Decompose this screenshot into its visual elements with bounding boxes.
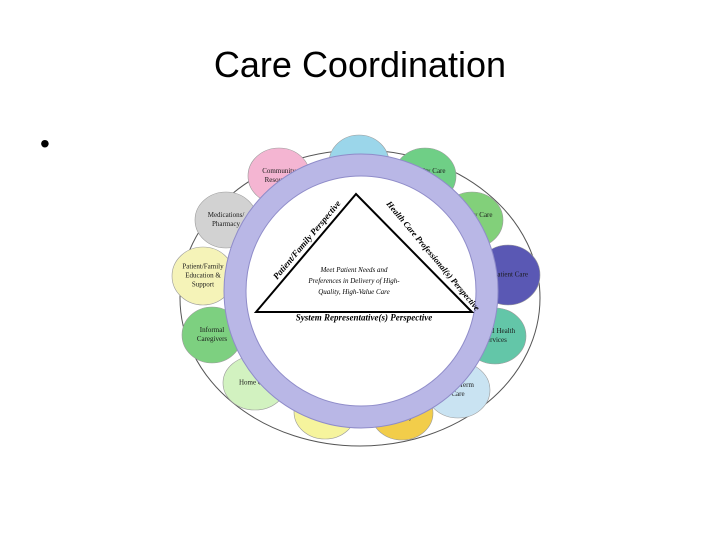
center-text-line-2: Preferences in Delivery of High-: [307, 277, 400, 285]
slide-title: Care Coordination: [213, 44, 507, 85]
ring-outer-edge: [223, 153, 499, 429]
center-text-line-1: Meet Patient Needs and: [319, 266, 388, 274]
bullet-marker: •: [40, 128, 50, 159]
perspective-triangle: [253, 192, 475, 313]
service-node-label: Inpatient Care: [488, 271, 528, 279]
service-node-label: Caregivers: [197, 335, 228, 343]
service-node-label: Support: [192, 281, 214, 289]
service-node-label: Pharmacy: [212, 220, 240, 228]
service-node-label: Services: [483, 336, 507, 344]
ring-band: [224, 154, 498, 428]
service-node-label: Medications/: [208, 211, 245, 219]
system-representative-perspective-label: System Representative(s) Perspective: [296, 312, 432, 322]
center-text-line-3: Quality, High-Value Care: [318, 288, 389, 296]
service-node-label: Education &: [185, 272, 221, 280]
service-node-label: Home Care: [239, 379, 271, 387]
service-node-label: Community: [262, 167, 296, 175]
ring-inner-edge: [245, 175, 477, 407]
service-node-label: Mental Health: [475, 327, 516, 335]
service-node-label: Resources: [265, 176, 294, 184]
service-node-label: Care: [451, 390, 464, 398]
service-node-label: Informal: [200, 326, 225, 334]
service-node-label: Patient/Family: [182, 263, 224, 271]
